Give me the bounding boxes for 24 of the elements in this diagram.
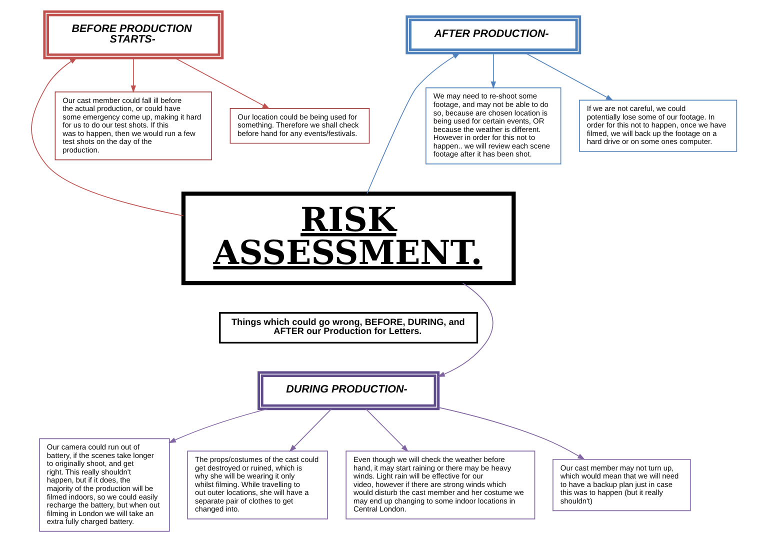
arrow bbox=[365, 408, 408, 452]
node-box: AFTER PRODUCTION- bbox=[406, 15, 582, 54]
arrow bbox=[174, 58, 270, 109]
node-box: RISK ASSESSMENT. bbox=[181, 192, 516, 286]
node-box: We may need to re-shoot some footage, and may not be able to do so, because are chosen location is being used for certain events, OR because the weather is different. However in order for this not to happen.. we will review each scene footage after it has been shot. bbox=[426, 87, 562, 164]
arrow bbox=[490, 52, 496, 89]
node-box: Our camera could run out of battery, if the scenes take longer to originally shoot, and get right. This really shouldn't happen, but if it does, the majority of the production will be filmed indoors, so we could easily recharge the battery, but when out filming in London we will take an extra fully charged battery. bbox=[39, 438, 170, 532]
arrow bbox=[130, 58, 136, 93]
node-box: BEFORE PRODUCTION STARTS- bbox=[43, 10, 224, 60]
arrow bbox=[525, 52, 614, 101]
node-box: DURING PRODUCTION- bbox=[258, 371, 440, 410]
arrow bbox=[31, 57, 184, 216]
arrow bbox=[437, 282, 494, 377]
arrow bbox=[168, 408, 268, 444]
arrow bbox=[438, 407, 586, 460]
node-box: Even though we will check the weather before hand, it may start raining or there may be heavy winds. Light rain will be effective for our video, however if there are strong winds which would disturb the cast member and her costume we may end up changing to some indoor locations in Central London. bbox=[346, 450, 536, 520]
arrow bbox=[289, 408, 332, 452]
node-box: Our cast member could fall ill before the actual production, or could have some emergency come up, making it hard for us to do our test shots. If this was to happen, then we would run a few test shots on the day of the production. bbox=[54, 92, 212, 160]
node-box: The props/costumes of the cast could get destroyed or ruined, which is why she will be wearing it only whilst filming. While travelling to out outer locations, she will have a separate pair of clothes to get changed into. bbox=[187, 450, 328, 520]
arrow bbox=[366, 52, 460, 194]
node-box: If we are not careful, we could potentially lose some of our footage. In order for this not to happen, once we have filmed, we will back up the footage on a hard drive or on some ones computer. bbox=[579, 100, 738, 152]
node-box: Our cast member may not turn up, which would mean that we will need to have a backup plan just in case this was to happen (but it really shouldn't) bbox=[552, 458, 691, 512]
node-box: Things which could go wrong, BEFORE, DURING, and AFTER our Production for Letters. bbox=[219, 312, 478, 344]
node-box: Our location could be being used for something. Therefore we shall check before hand for any events/festivals. bbox=[230, 108, 370, 144]
